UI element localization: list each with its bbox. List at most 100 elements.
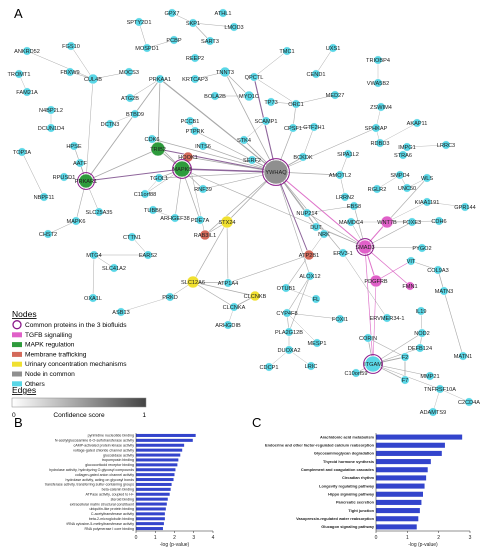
- node-circle: [303, 249, 315, 261]
- node-circle: [351, 368, 361, 378]
- bar: [376, 459, 431, 465]
- node-btbd9: BTBD9: [126, 109, 144, 119]
- node-label: WNT7B: [377, 220, 397, 226]
- legend-item-membrane-trafficking: Membrane trafficking: [12, 351, 87, 358]
- category-label: collagen-gated anion channel activity: [75, 473, 134, 477]
- bar: [136, 507, 166, 511]
- node-mospd1: MOSPD1: [135, 43, 159, 53]
- node-fam21a: FAM21A: [16, 87, 38, 97]
- node-circle: [17, 147, 27, 157]
- legend-item-common-proteins-in-the-3-biofluids: Common proteins in the 3 biofluids: [12, 320, 127, 330]
- node-label: CLCNKA: [223, 305, 246, 311]
- category-label: tRNA cytosine-5-methyltransferase activi…: [66, 522, 134, 526]
- edge-ywhaq-ints6: [202, 145, 277, 173]
- node-label: CEND1: [307, 72, 326, 78]
- node-circle: [311, 69, 321, 79]
- node-circle: [198, 184, 208, 194]
- node-fgs10: FGS10: [62, 41, 80, 51]
- node-circle: [433, 265, 443, 275]
- edge-qpctl-tmc1: [253, 50, 288, 78]
- node-label: ATP1A4: [218, 281, 238, 287]
- node-circle: [165, 292, 175, 302]
- node-circle: [422, 173, 432, 183]
- legend-item-label: Membrane trafficking: [25, 351, 87, 358]
- node-label: FAM21A: [16, 90, 38, 96]
- node-adamts9: ADAMTS9: [420, 407, 446, 417]
- edge-atp2b1-otub1: [285, 254, 310, 289]
- node-label: ATG2B: [121, 96, 139, 102]
- node-label: MED27: [326, 93, 345, 99]
- node-label: GPR144: [454, 205, 475, 211]
- node-label: TOP3A: [13, 150, 32, 156]
- bar: [376, 483, 425, 489]
- edge-prkar1-trib2: [85, 148, 159, 182]
- node-tromt1: TROMT1: [8, 69, 31, 79]
- node-label: C2CD4A: [458, 400, 480, 406]
- node-bola2b: BOLA2B: [204, 91, 226, 101]
- node-circle: [435, 384, 445, 394]
- node-label: MAMDC4: [339, 220, 363, 226]
- category-label: N-acetylglucosamine 6-O-sulfotransferase…: [55, 439, 134, 443]
- node-circle: [190, 126, 200, 136]
- node-sipa1l2: SIPA1L2: [337, 149, 359, 159]
- edge-scamp1-stk4: [243, 120, 267, 141]
- node-circle: [223, 320, 233, 330]
- node-label: SLC41A2: [102, 266, 126, 272]
- node-rdbd3: RDBD3: [371, 138, 389, 148]
- edge-gpr144-kiaa1191: [426, 201, 466, 208]
- node-label: FMN1: [402, 284, 417, 290]
- node-label: ASB13: [112, 310, 129, 316]
- edge-atg2b-prkaa1: [129, 78, 161, 99]
- legend-color-swatch: [12, 381, 22, 387]
- node-label: STK4: [237, 138, 251, 144]
- node-nbpf11: NBPF11: [34, 192, 54, 202]
- edge-prkar1-cul4b: [85, 78, 94, 182]
- node-itgam: ITGAM: [363, 354, 383, 374]
- node-label: UXS1: [326, 46, 341, 52]
- edge-ervmer34-1-erv3-1: [342, 252, 388, 319]
- node-reep2: REEP2: [186, 53, 204, 63]
- node-nod2: NOD2: [414, 328, 430, 338]
- node-cend1: CEND1: [307, 69, 326, 79]
- edge-ywhaq-trib2: [157, 148, 277, 173]
- node-pcbp: PCBP: [166, 35, 182, 45]
- node-label: UNC50: [398, 186, 416, 192]
- node-tp73: TP73: [264, 97, 278, 107]
- node-circle: [124, 67, 134, 77]
- node-circle: [155, 74, 165, 84]
- node-serf2: SERF2: [243, 155, 261, 165]
- node-scamp1: SCAMP1: [254, 116, 278, 126]
- node-label: TRIB2: [150, 147, 166, 153]
- node-atg2b: ATG2B: [121, 93, 139, 103]
- node-label: RGLR2: [368, 187, 387, 193]
- node-lric: LRIC: [305, 361, 317, 371]
- node-circle: [134, 17, 144, 27]
- node-circle: [382, 313, 392, 323]
- node-circle: [372, 184, 382, 194]
- node-circle: [59, 172, 69, 182]
- category-label: Vasopressin-regulated water reabsorption: [296, 516, 374, 521]
- edge-col9a3-vit: [410, 260, 439, 271]
- node-label: TUBB6: [144, 208, 162, 214]
- node-corin: CORIN: [359, 333, 377, 343]
- node-label: FOXE3: [403, 220, 421, 226]
- bar: [136, 482, 172, 486]
- node-atp1a4: ATP1A4: [218, 278, 238, 288]
- node-slc41a2: SLC41A2: [102, 263, 126, 273]
- node-ptprk: PTPRK: [186, 126, 205, 136]
- node-rpusd1: RPUSD1: [53, 172, 75, 182]
- edge-ywhaq-mapk8: [181, 168, 277, 173]
- node-label: MAPK8: [173, 167, 192, 173]
- node-circle: [87, 73, 99, 85]
- node-myo1c: MYO1C: [239, 90, 259, 102]
- node-erv3-1: ERV3-1: [333, 248, 353, 258]
- node-circle: [264, 362, 274, 372]
- node-circle: [405, 281, 415, 291]
- node-orc1: ORC1: [288, 99, 304, 109]
- node-mapk8: MAPK8: [172, 159, 192, 179]
- node-circle: [223, 278, 233, 288]
- node-label: DEFB124: [408, 346, 432, 352]
- node-cdk6: CDK6: [145, 134, 159, 144]
- category-label: tropomyosin binding: [102, 458, 134, 462]
